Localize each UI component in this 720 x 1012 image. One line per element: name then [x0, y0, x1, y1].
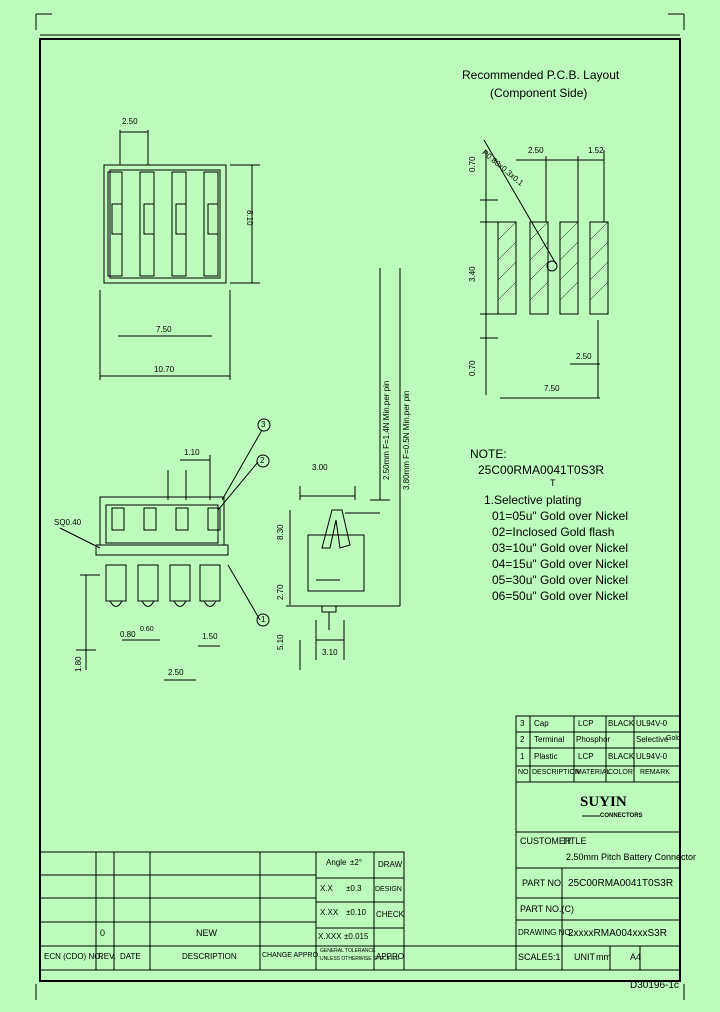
dim-force2: 3.80mm F=0.5N Min.per pin — [402, 390, 411, 490]
dim-side-h1: 8.30 — [276, 524, 285, 540]
drawing-no-value: 2xxxxRMA004xxxS3R — [568, 928, 667, 939]
dim-front-pin-note: 0.60 — [140, 626, 154, 633]
notes-line: 02=Inclosed Gold flash — [492, 525, 615, 539]
unit-label: UNIT — [574, 952, 595, 962]
dim-sq-note: SQ0.40 — [54, 518, 82, 527]
dim-side-h3: 5.10 — [276, 634, 285, 650]
notes-intro: 1.Selective plating — [484, 493, 582, 507]
bom-table-lines — [39, 715, 681, 971]
size-label: A4 — [630, 952, 642, 962]
rev-header: CHANGE APPRO. — [262, 952, 320, 959]
pcb-layout — [480, 139, 609, 399]
scale-label: SCALE — [518, 952, 548, 962]
dim-front-pin: 1.10 — [184, 448, 200, 457]
dim-front-pitch: 2.50 — [168, 668, 184, 677]
notes-line: 06=50u" Gold over Nickel — [492, 589, 629, 603]
tol-role: CHECK — [376, 910, 405, 919]
title-label: TITLE — [562, 836, 587, 846]
dim-force1: 2.50mm F=1.4N Min.per pin — [382, 380, 391, 480]
dim-pcb-top-gap: 0.70 — [468, 156, 477, 172]
customer-label: CUSTOMER — [520, 836, 572, 846]
tol-label: X.XXX — [318, 932, 342, 941]
dim-front-pin-w: 1.50 — [202, 632, 218, 641]
notes-line: 01=05u" Gold over Nickel — [492, 509, 629, 523]
dim-width-outer: 10.70 — [154, 365, 175, 374]
dim-side-w: 3.10 — [322, 648, 338, 657]
dim-pcb-pad-h: 3.40 — [468, 266, 477, 282]
dim-width-inner: 7.50 — [156, 325, 172, 334]
notes-line: 04=15u" Gold over Nickel — [492, 557, 629, 571]
notes-block: NOTE: 25C00RMA0041T0S3R T 1.Selective pl… — [470, 446, 628, 604]
table-row: 3 Cap LCP BLACK UL94V-0 — [520, 719, 668, 728]
table-row: 2 Terminal Phosphor Selective Gold — [520, 735, 681, 744]
front-view — [59, 429, 263, 681]
notes-heading: NOTE: — [470, 447, 507, 461]
rev-header: DATE — [120, 952, 141, 961]
outer-border — [39, 38, 681, 982]
dim-height-front: 8.10 — [245, 210, 254, 226]
dim-pcb-pad-w: 1.52 — [588, 146, 604, 155]
rev-value: 0 — [100, 928, 106, 938]
dim-pitch-top: 2.50 — [122, 117, 138, 126]
gen-tol-line1: GENERAL TOLERANCE — [320, 948, 376, 954]
part-no-value: 25C00RMA0041T0S3R — [568, 878, 674, 889]
part-no-c-label: PART NO.(C) — [520, 904, 575, 914]
notes-part: 25C00RMA0041T0S3R — [478, 463, 605, 477]
callout-3: 3 — [261, 420, 266, 429]
rev-header: ECN (CDO) NO. — [44, 952, 103, 961]
callout-1: 1 — [261, 615, 266, 624]
scale-value: 5:1 — [548, 952, 561, 962]
rev-desc: NEW — [196, 928, 217, 938]
tol-role: DRAW — [378, 860, 403, 869]
tol-role: APPRO — [376, 952, 405, 961]
table-row: 1 Plastic LCP BLACK UL94V-0 — [520, 752, 668, 761]
dim-pcb-pitch: 2.50 — [528, 146, 544, 155]
gen-tol-line2: UNLESS OTHERWISE SPECIFIED — [320, 956, 400, 962]
tol-role: DESIGN — [375, 886, 402, 893]
company-sub: CONNECTORS — [600, 813, 643, 819]
tol-value: ±0.015 — [344, 932, 369, 941]
callout-circles — [256, 418, 271, 627]
dim-pcb-pitch2: 2.50 — [576, 352, 592, 361]
layout-title-line1: Recommended P.C.B. Layout — [462, 68, 620, 82]
part-no-label: PART NO. — [522, 878, 564, 888]
side-view — [286, 268, 401, 670]
bom-header-row: NO. DESCRIPTION MATERIAL COLOR REMARK — [518, 769, 670, 776]
notes-line: 05=30u" Gold over Nickel — [492, 573, 629, 587]
dim-side-top: 3.00 — [312, 463, 328, 472]
tol-value: ±2° — [350, 858, 363, 867]
callout-2: 2 — [260, 456, 265, 465]
rev-header: DESCRIPTION — [182, 952, 237, 961]
notes-line: 03=10u" Gold over Nickel — [492, 541, 629, 555]
dim-pcb-span: 7.50 — [544, 384, 560, 393]
top-view — [99, 130, 260, 380]
dim-side-h2: 2.70 — [276, 584, 285, 600]
dim-front-pin-base: 1.80 — [74, 656, 83, 672]
tol-label: Angle — [326, 858, 347, 867]
title-value: 2.50mm Pitch Battery Connector — [566, 852, 697, 862]
dim-pcb-bottom: 0.70 — [468, 360, 477, 376]
unit-value: mm — [596, 952, 611, 962]
company-logo: SUYIN — [580, 794, 627, 810]
doc-code: D30196-1c — [630, 980, 679, 991]
tol-value: ±0.3 — [346, 884, 362, 893]
dim-front-pin-h: 0.80 — [120, 630, 136, 639]
layout-title-line2: (Component Side) — [490, 86, 588, 100]
notes-marker: T — [550, 478, 556, 488]
tol-label: X.X — [320, 884, 333, 893]
tol-value: ±0.10 — [346, 908, 366, 917]
drawing-no-label: DRAWING NO. — [518, 928, 573, 937]
tol-label: X.XX — [320, 908, 339, 917]
rev-header: REV. — [98, 952, 116, 961]
